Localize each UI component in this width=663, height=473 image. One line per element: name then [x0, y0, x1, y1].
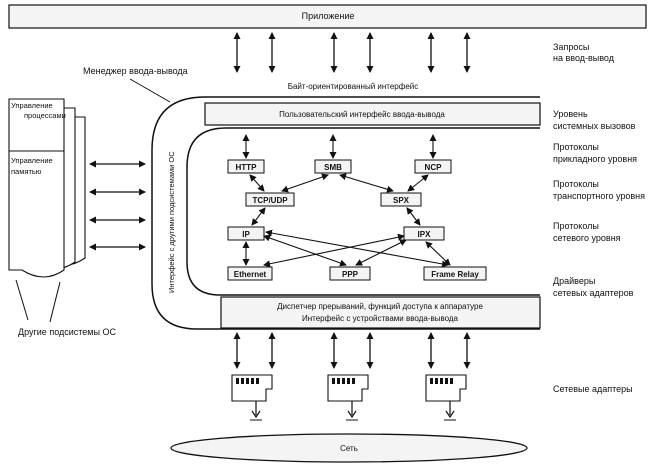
protocol-ncp: NCP [414, 159, 452, 174]
memory-mgmt-line2: памятью [11, 167, 42, 176]
driver-frame-relay: Frame Relay [423, 266, 487, 281]
protocol-tcpudp: TCP/UDP [245, 192, 295, 207]
network-ellipse: Сеть [170, 433, 528, 463]
network-protocols-line1: Протоколы [553, 221, 599, 231]
io-manager-pointer [129, 78, 171, 103]
svg-text:TCP/UDP: TCP/UDP [252, 196, 288, 205]
subsystem-interface-arrows [89, 160, 146, 251]
request-arrows [233, 32, 471, 73]
process-mgmt-line1: Управление [11, 101, 53, 110]
requests-label-line2: на ввод-вывод [553, 53, 615, 63]
network-protocols-line2: сетевого уровня [553, 233, 621, 243]
network-adapters-group [231, 374, 467, 421]
protocol-ipx: IPX [403, 226, 445, 241]
svg-text:HTTP: HTTP [236, 163, 258, 172]
io-manager-label: Менеджер ввода-вывода [83, 66, 188, 76]
adapter-arrows [233, 332, 471, 369]
application-box: Приложение [8, 4, 647, 29]
dispatcher-box: Диспетчер прерываний, функций доступа к … [220, 296, 541, 329]
protocol-connections [242, 134, 451, 268]
memory-mgmt-line1: Управление [11, 156, 53, 165]
os-subsystems-interface-label: Интерфейс с другими подсистемами ОС [167, 151, 176, 293]
other-subsystems-label: Другие подсистемы ОС [18, 327, 116, 337]
drivers-line2: сетевых адаптеров [553, 288, 634, 298]
svg-text:Ethernet: Ethernet [234, 270, 267, 279]
drivers-line1: Драйверы [553, 276, 595, 286]
svg-text:SPX: SPX [393, 196, 410, 205]
io-manager-inner-band [186, 127, 540, 296]
requests-label-line1: Запросы [553, 42, 589, 52]
svg-text:IP: IP [242, 230, 250, 239]
app-protocols-line2: прикладного уровня [553, 154, 637, 164]
other-subsystems-pointer [49, 281, 61, 323]
dispatcher-label-line1: Диспетчер прерываний, функций доступа к … [277, 302, 483, 311]
os-subsystems-stack: Управление процессами Управление памятью [8, 98, 86, 278]
svg-text:IPX: IPX [418, 230, 432, 239]
svg-text:PPP: PPP [342, 270, 359, 279]
syscall-level-line1: Уровень [553, 109, 588, 119]
user-io-interface-label: Пользовательский интерфейс ввода-вывода [279, 110, 445, 119]
process-mgmt-line2: процессами [24, 111, 66, 120]
network-label: Сеть [340, 444, 358, 453]
byte-interface-label: Байт-ориентированный интерфейс [288, 82, 419, 91]
syscall-level-line2: системных вызовов [553, 121, 636, 131]
svg-text:Frame Relay: Frame Relay [431, 270, 479, 279]
protocol-http: HTTP [227, 159, 265, 174]
driver-ppp: PPP [329, 266, 371, 281]
driver-ethernet: Ethernet [227, 266, 273, 281]
network-adapter-icon [231, 374, 273, 421]
app-protocols-line1: Протоколы [553, 142, 599, 152]
svg-text:SMB: SMB [324, 163, 342, 172]
transport-protocols-line1: Протоколы [553, 179, 599, 189]
network-adapter-icon [327, 374, 369, 421]
dispatcher-label-line2: Интерфейс с устройствами ввода-вывода [302, 314, 459, 323]
svg-text:NCP: NCP [425, 163, 443, 172]
user-io-interface-box: Пользовательский интерфейс ввода-вывода [204, 102, 541, 126]
protocol-ip: IP [227, 226, 265, 241]
application-label: Приложение [302, 11, 355, 21]
io-manager-outer-band [151, 96, 540, 330]
protocol-smb: SMB [314, 159, 352, 174]
transport-protocols-line2: транспортного уровня [553, 191, 645, 201]
protocol-spx: SPX [380, 192, 422, 207]
network-adapters-label: Сетевые адаптеры [553, 384, 633, 394]
network-adapter-icon [425, 374, 467, 421]
